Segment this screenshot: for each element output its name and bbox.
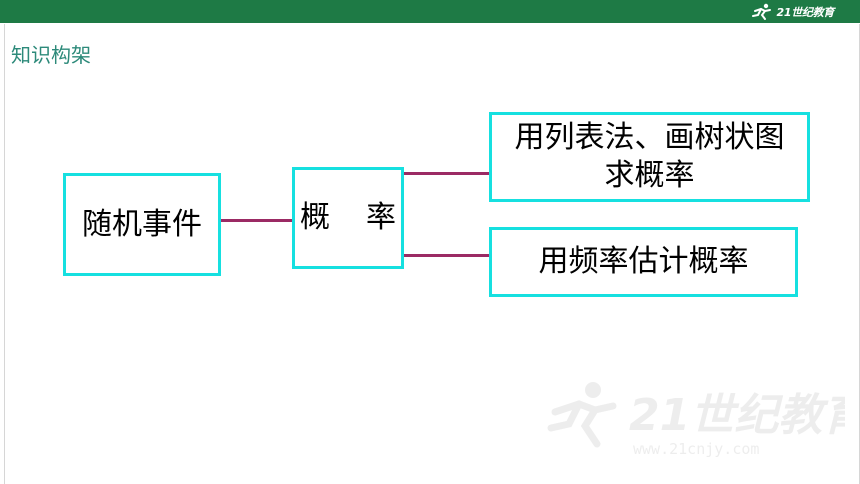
watermark-brand: 21世纪教育 (629, 390, 845, 441)
node-list-tree-line2: 求概率 (604, 158, 695, 193)
node-probability-label-right: 率 (366, 200, 396, 235)
connector-probability-to-frequency (404, 254, 489, 257)
node-probability: 概率 (292, 167, 404, 269)
left-border-line (4, 24, 5, 484)
runner-watermark-icon: 21世纪教育 www.21cnjy.com (547, 382, 845, 458)
node-random-event: 随机事件 (63, 173, 221, 276)
node-probability-label-left: 概 (300, 200, 330, 235)
node-frequency-method: 用频率估计概率 (489, 227, 798, 297)
node-list-tree-method: 用列表法、画树状图 求概率 (489, 112, 810, 202)
connector-probability-to-list-tree (404, 172, 489, 175)
node-list-tree-line1: 用列表法、画树状图 (514, 120, 785, 155)
watermark-url: www.21cnjy.com (633, 440, 759, 458)
connector-root-to-probability (221, 219, 292, 222)
node-random-event-label: 随机事件 (82, 206, 202, 242)
runner-icon (752, 3, 772, 20)
top-bar: 21世纪教育 (0, 0, 860, 23)
node-frequency-label: 用频率估计概率 (538, 244, 749, 279)
brand-logo: 21世纪教育 (751, 2, 834, 21)
section-title: 知识构架 (11, 43, 91, 67)
logo-text: 21世纪教育 (776, 5, 834, 19)
